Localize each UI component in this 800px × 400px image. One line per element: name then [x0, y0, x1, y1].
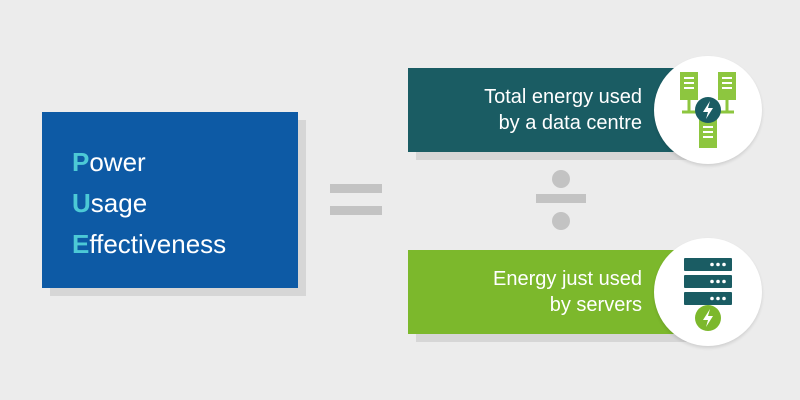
denominator-icon-circle: [654, 238, 762, 346]
server-rack-energy-icon: [684, 258, 732, 331]
equals-bar-bottom: [330, 206, 382, 215]
denominator-line-2: by servers: [549, 294, 642, 316]
pue-word-rest: ower: [89, 147, 146, 177]
pue-acronym-box: Power Usage Effectiveness: [42, 112, 298, 288]
pue-initial: U: [72, 188, 91, 218]
pue-initial: E: [72, 229, 90, 259]
data-centre-servers-energy-icon: [680, 72, 736, 148]
pue-initial: P: [72, 147, 90, 177]
division-dot-top: [552, 170, 570, 188]
division-dot-bottom: [552, 212, 570, 230]
denominator-line-1: Energy just used: [493, 268, 642, 290]
denominator-box: Energy just used by servers: [408, 250, 680, 334]
pue-word-rest: sage: [90, 188, 148, 218]
denominator-text: Energy just used by servers: [493, 266, 642, 318]
numerator-box: Total energy used by a data centre: [408, 68, 680, 152]
equals-bar-top: [330, 184, 382, 193]
numerator-line-2: by a data centre: [498, 112, 642, 134]
numerator-icon-circle: [654, 56, 762, 164]
pue-line-effectiveness: Effectiveness: [72, 224, 298, 265]
pue-line-power: Power: [72, 142, 298, 183]
pue-word-rest: ffectiveness: [89, 229, 227, 259]
numerator-text: Total energy used by a data centre: [484, 84, 642, 136]
numerator-line-1: Total energy used: [484, 86, 642, 108]
pue-line-usage: Usage: [72, 183, 298, 224]
division-bar: [536, 194, 586, 203]
